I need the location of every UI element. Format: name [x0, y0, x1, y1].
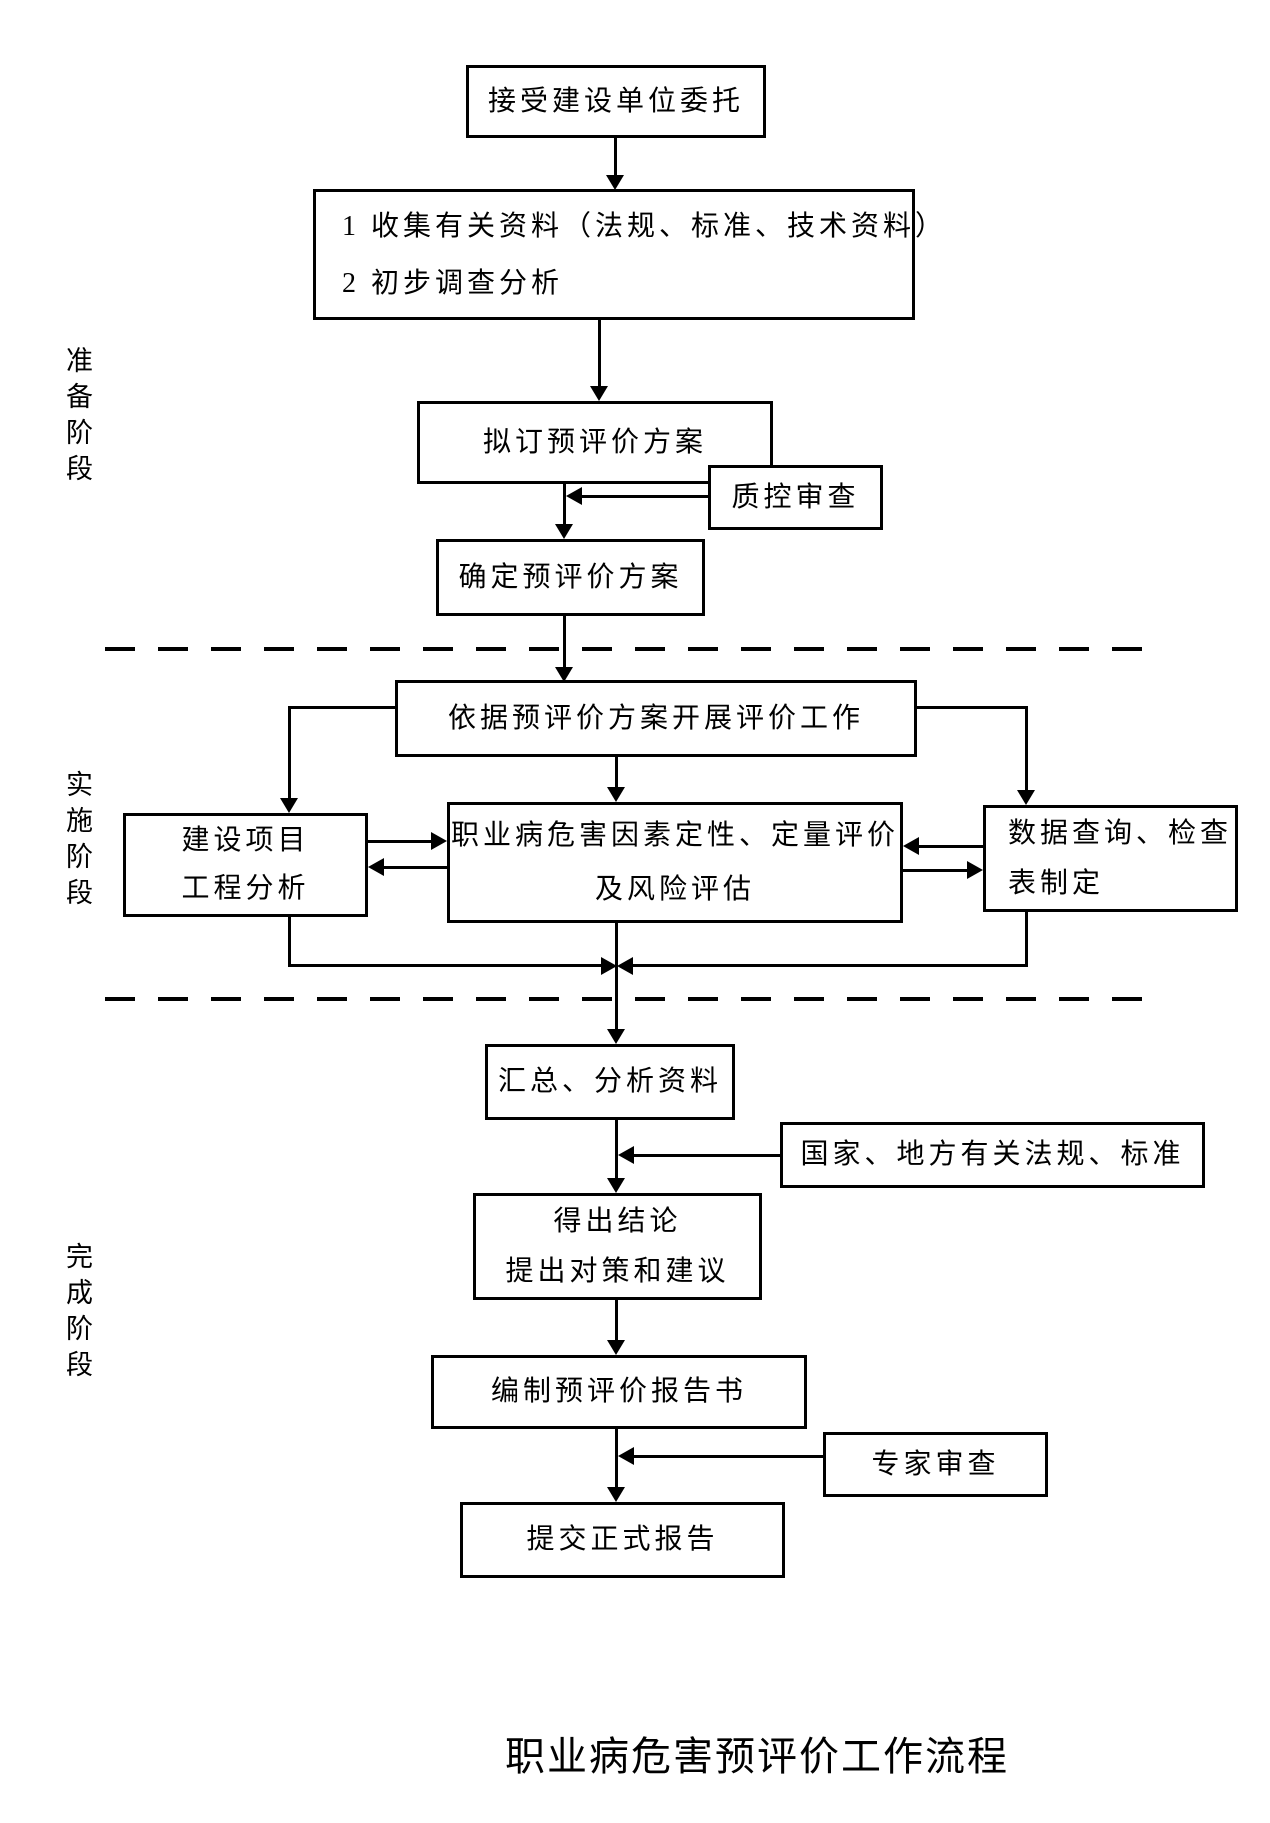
connector-line: [903, 869, 967, 872]
connector-line: [615, 757, 618, 788]
arrowhead-down: [607, 1178, 625, 1193]
arrowhead-down: [555, 524, 573, 539]
node-collect-line2: 2 初步调查分析: [342, 267, 564, 299]
stage-label-implement: 实施阶段: [62, 770, 92, 914]
node-qc-review-label: 质控审查: [731, 481, 860, 513]
node-compile-report: 编制预评价报告书: [431, 1355, 807, 1429]
node-conclusion-line1: 得出结论: [553, 1205, 682, 1237]
node-project-analysis-line1: 建设项目: [181, 825, 310, 856]
stage-divider-dashed: [105, 647, 1165, 651]
connector-line: [563, 484, 566, 525]
node-carry-out-evaluation: 依据预评价方案开展评价工作: [395, 680, 917, 757]
node-qc-review: 质控审查: [708, 465, 883, 530]
arrowhead-left: [566, 487, 582, 505]
arrowhead-right: [431, 832, 447, 850]
stage-label-complete: 完成阶段: [62, 1242, 92, 1386]
node-expert-review: 专家审查: [823, 1432, 1048, 1497]
connector-line: [919, 845, 983, 848]
connector-line: [288, 706, 291, 799]
node-regulations-label: 国家、地方有关法规、标准: [800, 1139, 1185, 1170]
node-accept-commission: 接受建设单位委托: [466, 65, 766, 138]
node-submit-report-label: 提交正式报告: [526, 1524, 719, 1555]
arrowhead-left: [903, 837, 919, 855]
node-summarize: 汇总、分析资料: [485, 1044, 735, 1120]
node-confirm-plan-label: 确定预评价方案: [458, 561, 683, 593]
node-conclusion: 得出结论 提出对策和建议: [473, 1193, 762, 1300]
arrowhead-left: [368, 858, 384, 876]
node-compile-report-label: 编制预评价报告书: [490, 1376, 747, 1407]
connector-line: [917, 706, 1027, 709]
arrowhead-down: [1017, 790, 1035, 805]
connector-line: [368, 840, 431, 843]
arrowhead-down: [607, 1340, 625, 1355]
node-hazard-evaluation-line2: 及风险评估: [594, 873, 755, 905]
node-conclusion-line2: 提出对策和建议: [505, 1255, 730, 1287]
connector-line: [288, 964, 601, 967]
node-collect-line1: 1 收集有关资料（法规、标准、技术资料）: [342, 210, 948, 242]
node-data-query-line1: 数据查询、检查: [1008, 817, 1233, 849]
connector-line: [1025, 706, 1028, 791]
node-submit-report: 提交正式报告: [460, 1502, 785, 1578]
arrowhead-down: [607, 1487, 625, 1502]
node-accept-commission-label: 接受建设单位委托: [487, 85, 744, 117]
connector-line: [615, 1300, 618, 1341]
node-data-query-line2: 表制定: [1008, 867, 1105, 899]
stage-divider-dashed: [105, 997, 1165, 1001]
arrowhead-down: [606, 175, 624, 190]
connector-line: [634, 1154, 780, 1157]
arrowhead-right: [601, 957, 617, 975]
arrowhead-left: [618, 1447, 634, 1465]
node-collect-materials: 1 收集有关资料（法规、标准、技术资料） 2 初步调查分析: [313, 189, 943, 320]
arrowhead-left: [617, 957, 633, 975]
arrowhead-down: [280, 798, 298, 813]
node-draft-plan: 拟订预评价方案: [417, 401, 773, 484]
arrowhead-left: [618, 1146, 634, 1164]
connector-line: [633, 964, 1027, 967]
connector-line: [384, 866, 447, 869]
connector-line: [615, 1120, 618, 1179]
connector-line: [615, 1429, 618, 1488]
arrowhead-down: [555, 667, 573, 682]
connector-line: [563, 616, 566, 668]
stage-label-prepare: 准备阶段: [62, 346, 92, 490]
arrowhead-down: [607, 1029, 625, 1044]
node-hazard-evaluation-line1: 职业病危害因素定性、定量评价: [450, 819, 899, 851]
connector-line: [615, 923, 618, 1030]
node-project-analysis: 建设项目 工程分析: [123, 813, 368, 917]
node-draft-plan-label: 拟订预评价方案: [482, 426, 707, 458]
node-summarize-label: 汇总、分析资料: [497, 1066, 722, 1097]
diagram-title: 职业病危害预评价工作流程: [505, 1734, 1009, 1779]
arrowhead-down: [607, 787, 625, 802]
connector-line: [634, 1455, 823, 1458]
node-confirm-plan: 确定预评价方案: [436, 539, 705, 616]
connector-line: [614, 138, 617, 176]
connector-line: [598, 320, 601, 387]
node-hazard-evaluation: 职业病危害因素定性、定量评价 及风险评估: [447, 802, 903, 923]
node-project-analysis-line2: 工程分析: [181, 873, 310, 904]
node-data-query: 数据查询、检查 表制定: [983, 805, 1238, 912]
connector-line: [288, 706, 395, 709]
node-expert-review-label: 专家审查: [871, 1448, 1000, 1480]
node-regulations: 国家、地方有关法规、标准: [780, 1122, 1205, 1188]
node-carry-out-evaluation-label: 依据预评价方案开展评价工作: [447, 702, 864, 734]
arrowhead-down: [590, 386, 608, 401]
connector-line: [1025, 912, 1028, 967]
connector-line: [582, 495, 708, 498]
arrowhead-right: [967, 861, 983, 879]
connector-line: [288, 917, 291, 967]
